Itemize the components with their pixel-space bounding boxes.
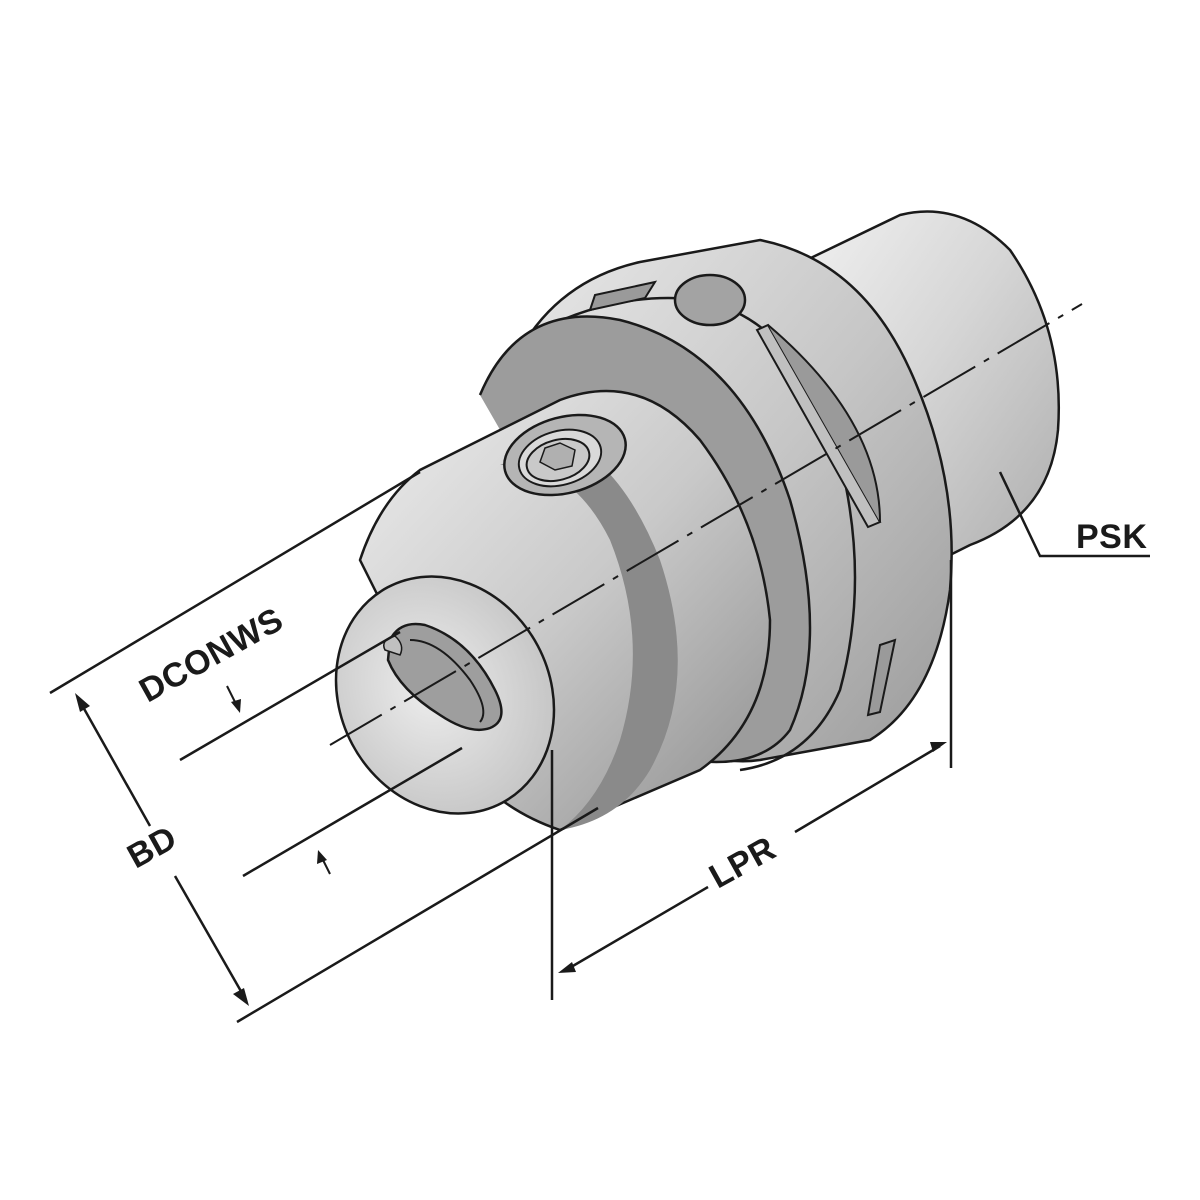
bd-dimension-arrow [75,693,249,1006]
psk-leader-line [998,471,1150,558]
psk-label: PSK [1076,518,1148,556]
bd-extension-bottom [236,806,599,1024]
bd-extension-top [49,470,421,695]
lpr-dimension-arrow [558,742,947,973]
dconws-extension-top [179,630,401,762]
set-screw [503,413,627,497]
centerline [329,303,1083,746]
dconws-extension-bottom [242,746,463,878]
dconws-arrows [226,685,331,875]
